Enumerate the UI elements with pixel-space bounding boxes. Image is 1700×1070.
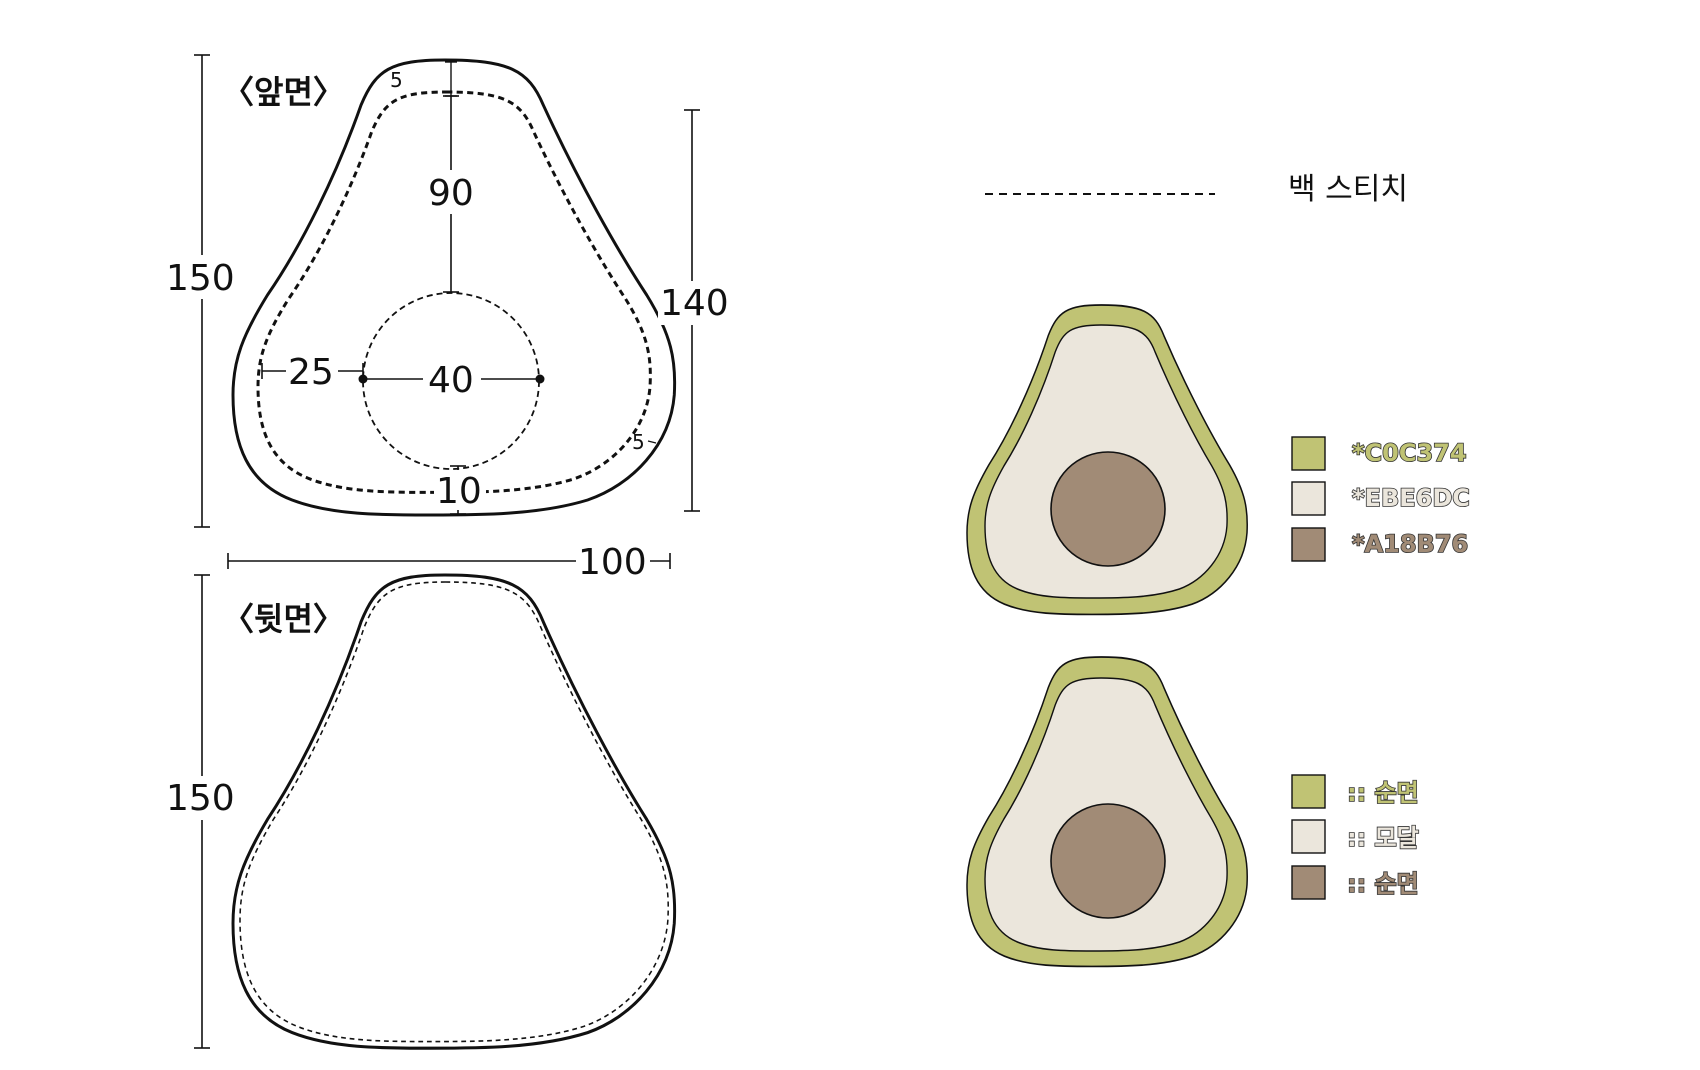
back-piece: 〈뒷면〉 150	[165, 573, 677, 1050]
avocado-pit	[1050, 451, 1166, 567]
front-title: 〈앞면〉	[222, 73, 345, 111]
front-outline	[231, 58, 677, 517]
front-piece: 〈앞면〉 150 140 5 90	[165, 54, 730, 583]
swatch-color	[1291, 436, 1326, 471]
swatch-label: *EBE6DC	[1352, 484, 1470, 512]
swatch-item: *A18B76	[1291, 527, 1469, 562]
swatch-color	[1291, 865, 1326, 900]
back-outline	[231, 573, 677, 1050]
fabric-swatch-legend: :: 순면 :: 모달 :: 순면	[1291, 774, 1420, 900]
front-width-label: 100	[578, 542, 647, 583]
stitch-legend: 백 스티치	[985, 172, 1408, 207]
swatch-color	[1291, 774, 1326, 809]
front-height-label: 150	[166, 258, 235, 299]
swatch-item: *EBE6DC	[1291, 481, 1471, 516]
front-circle-to-bottom-label: 10	[436, 471, 482, 512]
swatch-item: :: 모달	[1291, 819, 1420, 854]
front-seam-top-label: 5	[390, 68, 403, 92]
swatch-color	[1291, 819, 1326, 854]
swatch-label: :: 모달	[1347, 824, 1419, 852]
back-title: 〈뒷면〉	[222, 600, 345, 638]
swatch-label: *A18B76	[1352, 530, 1468, 558]
swatch-label: *C0C374	[1352, 439, 1467, 467]
front-stitch-height-label: 140	[660, 283, 729, 324]
swatch-item: :: 순면	[1291, 865, 1420, 900]
swatch-item: :: 순면	[1291, 774, 1420, 809]
back-stitch-label: 백 스티치	[1288, 172, 1408, 207]
front-seam-side-label: 5	[632, 430, 645, 454]
swatch-label: :: 순면	[1347, 870, 1419, 898]
front-top-to-circle-label: 90	[428, 173, 474, 214]
swatch-color	[1291, 527, 1326, 562]
avocado-color-illustration-2	[966, 656, 1249, 968]
swatch-color	[1291, 481, 1326, 516]
back-height-label: 150	[166, 778, 235, 819]
back-stitch-line	[239, 581, 670, 1043]
hex-swatch-legend: *C0C374 *EBE6DC *A18B76	[1291, 436, 1471, 562]
avocado-pit	[1050, 803, 1166, 919]
front-side-to-circle-label: 25	[288, 352, 334, 393]
avocado-color-illustration-1	[966, 304, 1249, 616]
swatch-label: :: 순면	[1347, 779, 1419, 807]
front-circle-diameter-label: 40	[428, 360, 474, 401]
swatch-item: *C0C374	[1291, 436, 1467, 471]
